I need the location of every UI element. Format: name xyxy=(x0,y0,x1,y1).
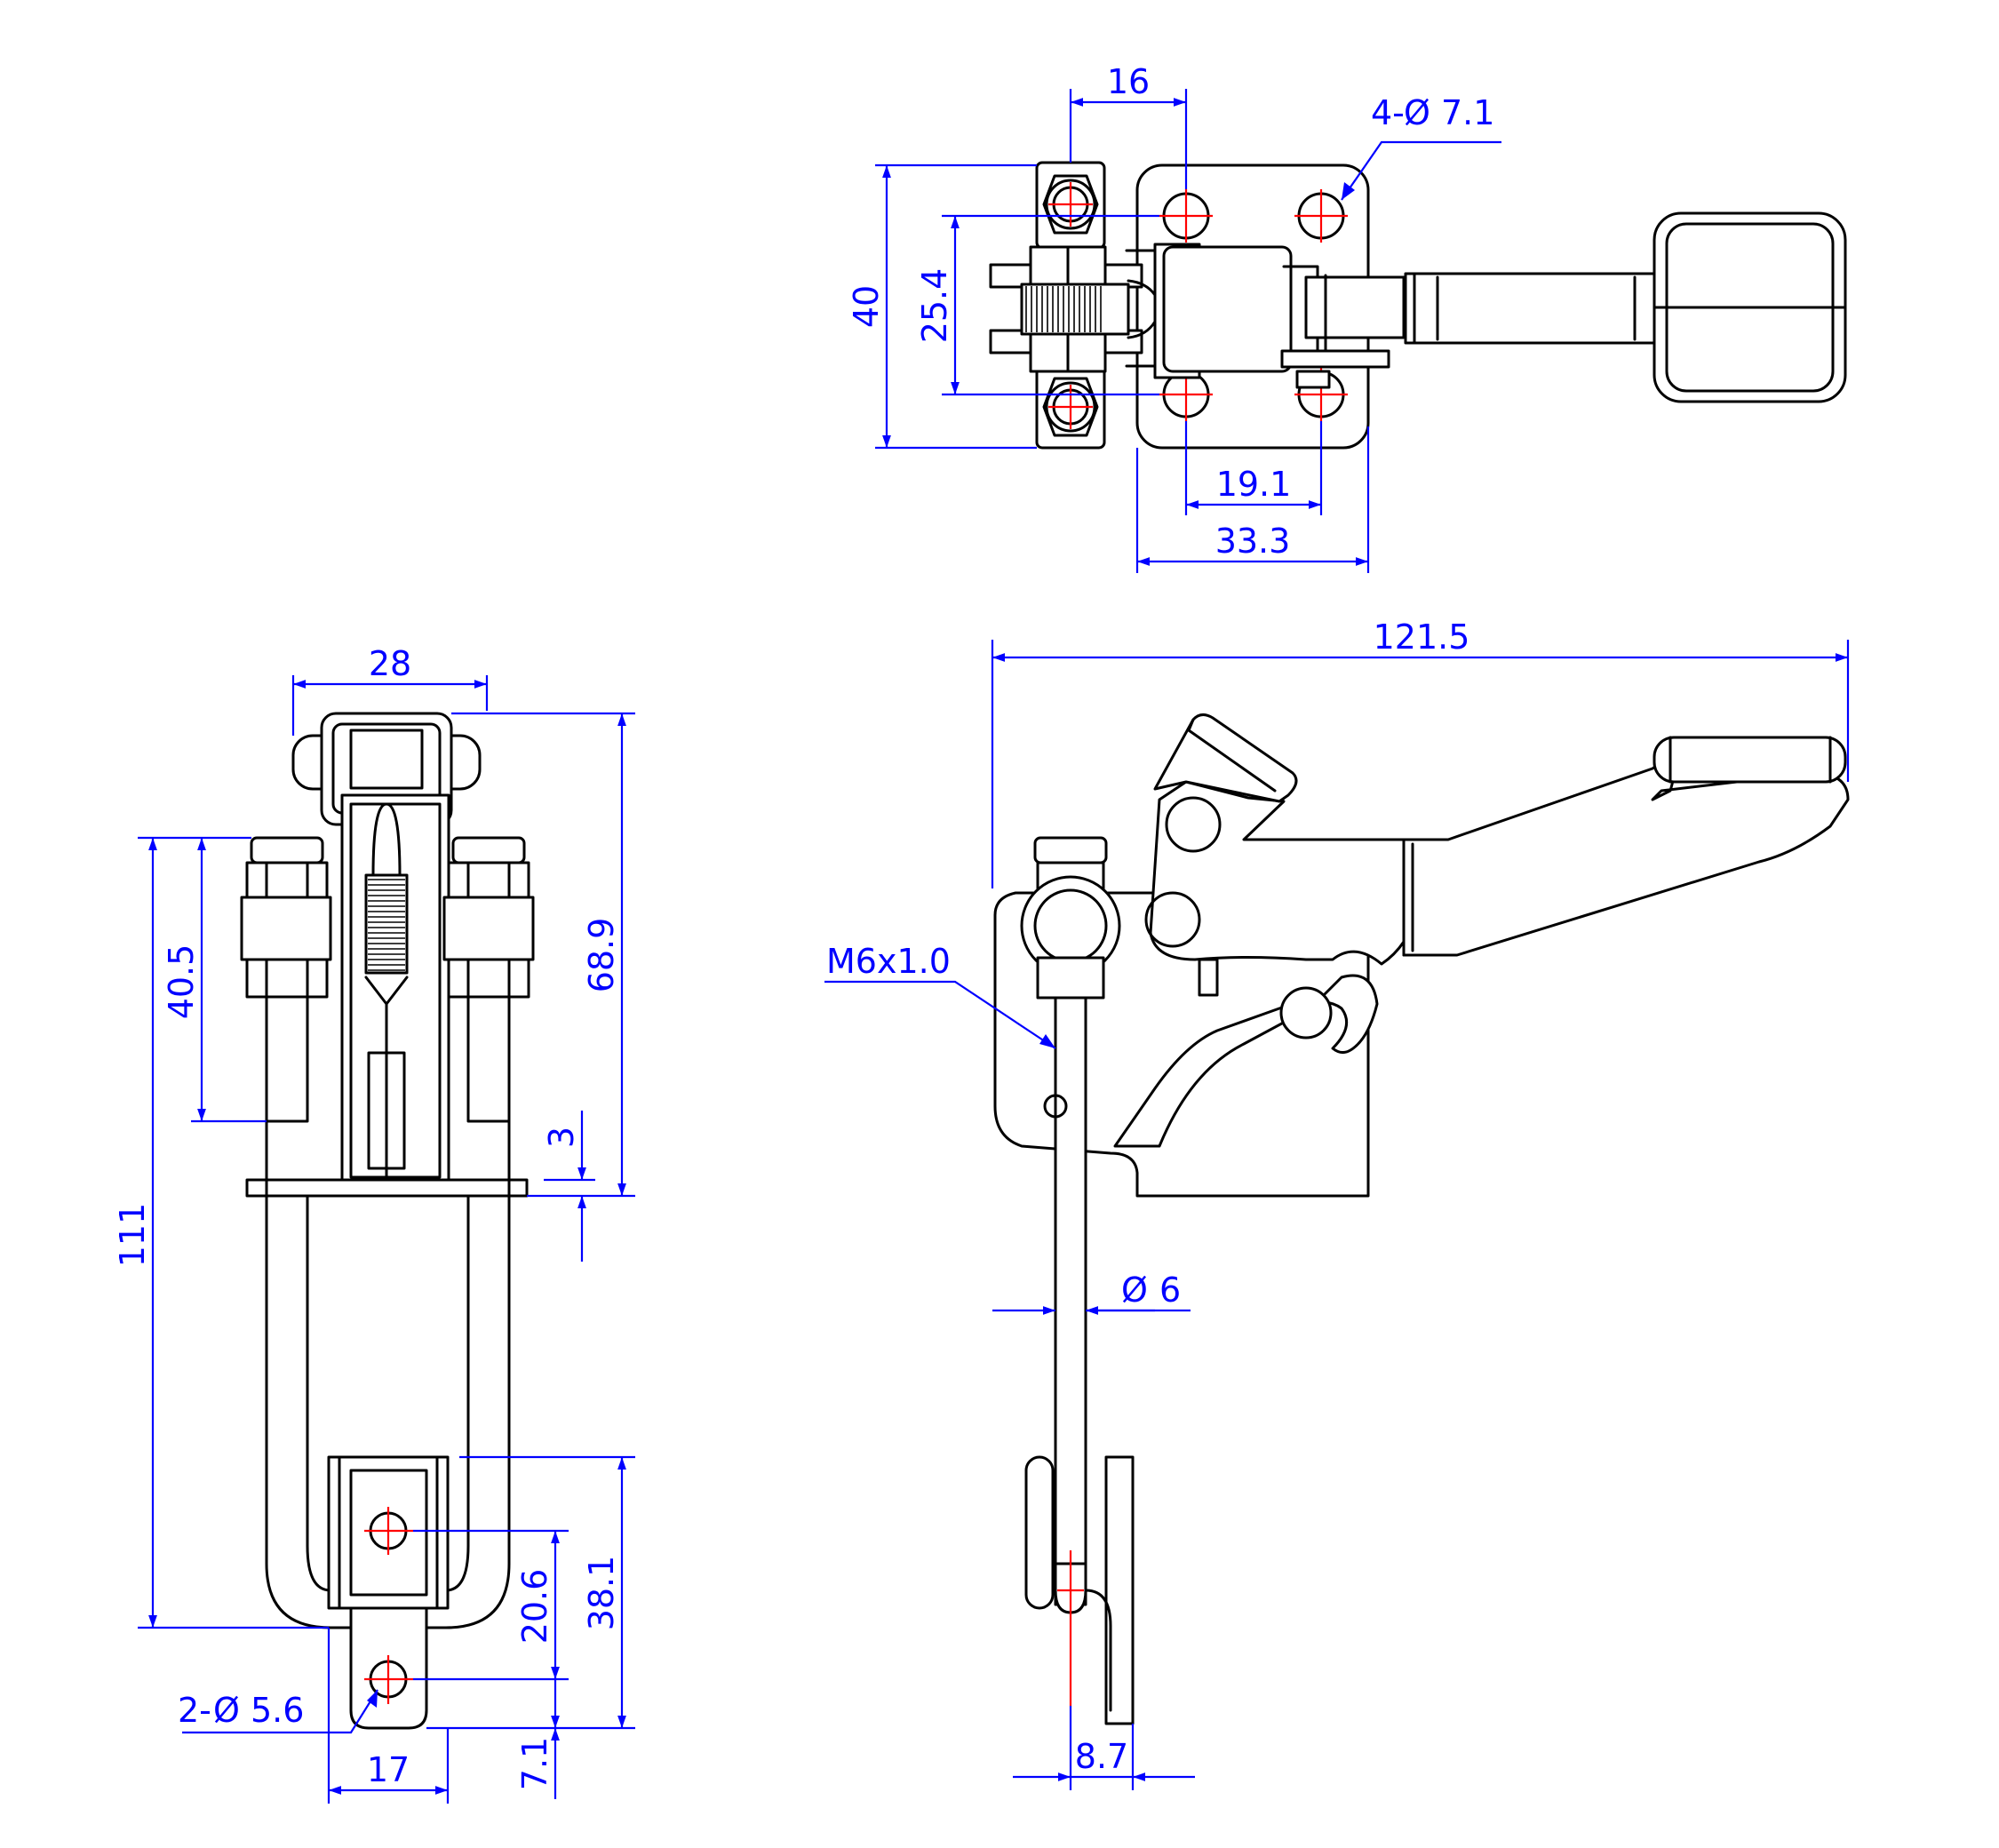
dim-m6x1-0: M6x1.0 xyxy=(826,942,951,981)
diameter-symbol-front: Ø xyxy=(213,1691,240,1730)
side-view-dimensions: 121.5 M6x1.0 Ø 6 8.7 xyxy=(824,617,1850,1790)
side-pivot-roller xyxy=(1279,986,1333,1040)
front-view-dimensions: 28 111 40.5 68.9 3 20.6 38.1 7.1 2- Ø 5.… xyxy=(113,644,635,1804)
dim-7-1: 7.1 xyxy=(515,1737,554,1790)
front-base-flange xyxy=(245,1178,529,1198)
dim-2-holes-prefix: 2- xyxy=(178,1691,211,1730)
dim-121-5: 121.5 xyxy=(1374,617,1470,657)
dim-4-holes-value: 7.1 xyxy=(1441,93,1494,132)
diameter-symbol-top: Ø xyxy=(1404,93,1430,132)
dim-33-3: 33.3 xyxy=(1215,522,1291,561)
top-upper-nut xyxy=(1035,161,1106,250)
side-rod xyxy=(1054,996,1087,1606)
side-spindle-nut xyxy=(1020,836,1121,1000)
top-view-dimensions: 16 4- Ø 7.1 40 25.4 19.1 33.3 xyxy=(847,62,1501,573)
dim-20-6: 20.6 xyxy=(515,1569,554,1645)
side-rod-pin xyxy=(1043,1094,1068,1119)
front-view xyxy=(240,712,535,1730)
dim-19-1: 19.1 xyxy=(1216,465,1292,504)
side-handle-arm xyxy=(1402,760,1850,957)
side-lever-stop xyxy=(1198,958,1219,997)
dim-40-5: 40.5 xyxy=(162,944,201,1020)
dim-3: 3 xyxy=(542,1127,581,1148)
dim-111: 111 xyxy=(113,1203,152,1268)
top-lower-nut xyxy=(1035,361,1106,450)
top-mounting-holes xyxy=(1159,189,1348,421)
dim-40: 40 xyxy=(847,285,886,328)
top-view xyxy=(989,161,1847,450)
top-spindle-assembly xyxy=(989,243,1406,389)
side-lever-body xyxy=(1149,780,1406,966)
dim-4-holes-prefix: 4- xyxy=(1371,93,1405,132)
front-left-nut-stack xyxy=(240,836,332,1123)
side-handle-grip xyxy=(1653,736,1847,784)
dim-25-4: 25.4 xyxy=(915,268,954,344)
dim-16: 16 xyxy=(1107,62,1150,101)
side-pivot-upper xyxy=(1165,796,1222,853)
dim-2-holes-value: 5.6 xyxy=(251,1691,304,1730)
dim-28: 28 xyxy=(369,644,411,683)
front-right-nut-stack xyxy=(442,836,535,1123)
dim-68-9: 68.9 xyxy=(582,918,621,993)
side-pivot-lower xyxy=(1144,891,1201,948)
front-hook xyxy=(327,1455,450,1730)
side-view xyxy=(993,713,1850,1725)
dim-8-7: 8.7 xyxy=(1075,1737,1128,1776)
dim-17: 17 xyxy=(367,1750,410,1789)
side-hook xyxy=(1024,1455,1135,1725)
dim-38-1: 38.1 xyxy=(582,1556,621,1631)
front-body xyxy=(340,793,450,1188)
diameter-symbol-side: Ø xyxy=(1121,1270,1148,1310)
dim-rod-dia: 6 xyxy=(1159,1270,1181,1310)
top-handle xyxy=(1404,211,1847,403)
